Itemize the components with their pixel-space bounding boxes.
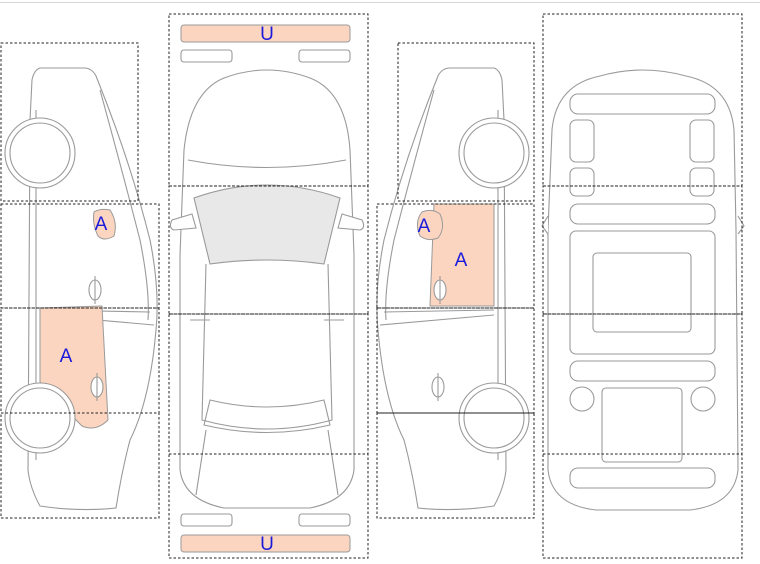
right-front-wheel-inner xyxy=(463,122,525,184)
underside-fuel-tank xyxy=(601,387,683,463)
top-hood-line xyxy=(187,159,347,169)
top-trunk-line xyxy=(190,319,344,496)
right-side-small-label: A xyxy=(418,216,431,237)
underside-left-notch xyxy=(541,215,549,235)
right-side-door-label: A xyxy=(455,250,468,271)
top-rear-window xyxy=(203,399,331,434)
right-mirror-damage xyxy=(416,209,444,241)
rear-left-light xyxy=(180,513,233,527)
zone-left-rear xyxy=(0,412,160,519)
zone-under-mid xyxy=(542,185,743,315)
underside-left-bracket xyxy=(569,167,595,197)
zone-top-rear xyxy=(168,453,369,559)
right-rear-wheel xyxy=(458,382,530,454)
right-door-seam xyxy=(379,309,495,326)
right-side-view: A A xyxy=(376,67,530,511)
windshield xyxy=(193,184,341,265)
right-front-door-handle-icon xyxy=(433,276,447,304)
underside-rear-bumper-beam xyxy=(569,467,716,489)
underside-right-bracket xyxy=(689,167,715,197)
rear-bumper-damage xyxy=(180,534,351,553)
right-front-wheel xyxy=(458,117,530,189)
zone-left-front-door xyxy=(0,203,160,309)
underside-front-crossmember xyxy=(569,93,716,115)
left-side-view: A A xyxy=(4,67,158,511)
front-right-light xyxy=(298,49,351,63)
underside-front-right-mount xyxy=(689,119,715,163)
zone-left-front xyxy=(0,42,139,202)
rear-right-light xyxy=(298,513,351,527)
left-rear-wheel xyxy=(4,382,76,454)
zone-under-rear xyxy=(542,453,743,559)
left-front-wheel-inner xyxy=(9,122,71,184)
front-bumper-label: U xyxy=(260,24,274,45)
underside-floor-panel xyxy=(592,252,692,333)
underside-rear-crossmember xyxy=(569,360,716,382)
left-front-door-handle-icon xyxy=(88,276,102,304)
zone-right-front xyxy=(397,42,535,202)
underside-view xyxy=(541,69,745,511)
front-left-light xyxy=(180,49,233,63)
left-mirror-damage xyxy=(93,208,116,240)
top-cabin-outline xyxy=(201,263,333,430)
zone-right-rear xyxy=(376,412,535,519)
underside-mid-crossmember xyxy=(569,203,716,225)
right-side-mirror xyxy=(337,213,365,231)
underside-left-hub xyxy=(569,386,595,412)
left-side-door-label: A xyxy=(60,346,73,367)
rear-bumper-label: U xyxy=(260,534,274,555)
left-rear-wheel-inner xyxy=(9,387,71,449)
right-rear-wheel-inner xyxy=(463,387,525,449)
left-front-wheel xyxy=(4,117,76,189)
underside-right-notch xyxy=(737,215,745,235)
left-side-mirror xyxy=(169,213,197,231)
right-rear-door-handle-icon xyxy=(431,373,445,401)
zone-right-rear-door xyxy=(376,307,535,414)
underside-front-left-mount xyxy=(569,119,595,163)
zone-grid xyxy=(0,13,743,559)
zone-top-windshield xyxy=(168,185,369,315)
left-rear-door-handle-icon xyxy=(90,373,104,401)
underside-right-hub xyxy=(690,386,716,412)
front-bumper-damage xyxy=(180,24,351,43)
top-divider xyxy=(0,2,760,3)
left-side-small-label: A xyxy=(95,214,108,235)
top-view: U U xyxy=(169,24,365,555)
top-body-outline xyxy=(179,69,355,509)
